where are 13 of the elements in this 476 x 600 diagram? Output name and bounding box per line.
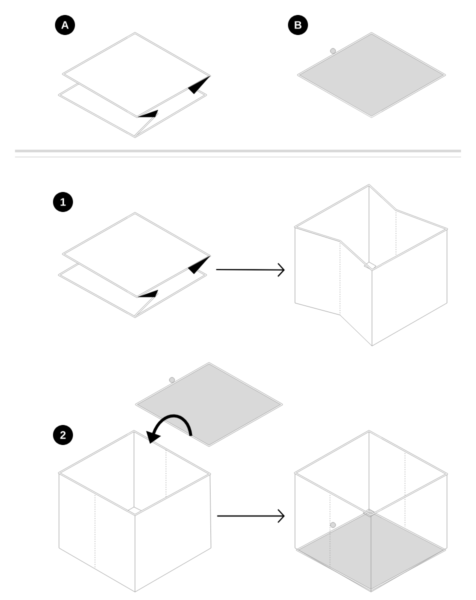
- base-plate: [135, 362, 283, 447]
- paper-sheets: [58, 212, 211, 318]
- step-badge: A: [55, 15, 75, 35]
- step-badge: B: [288, 15, 308, 35]
- arrow: [216, 263, 285, 277]
- open-box: [58, 430, 212, 592]
- folding-box: [294, 184, 448, 346]
- paper-sheets: [58, 32, 211, 138]
- arrow: [217, 509, 285, 523]
- base-plate: [297, 32, 446, 118]
- step-badge: 2: [53, 425, 73, 445]
- step-badge: 1: [53, 192, 73, 212]
- assembled-box: [294, 430, 448, 592]
